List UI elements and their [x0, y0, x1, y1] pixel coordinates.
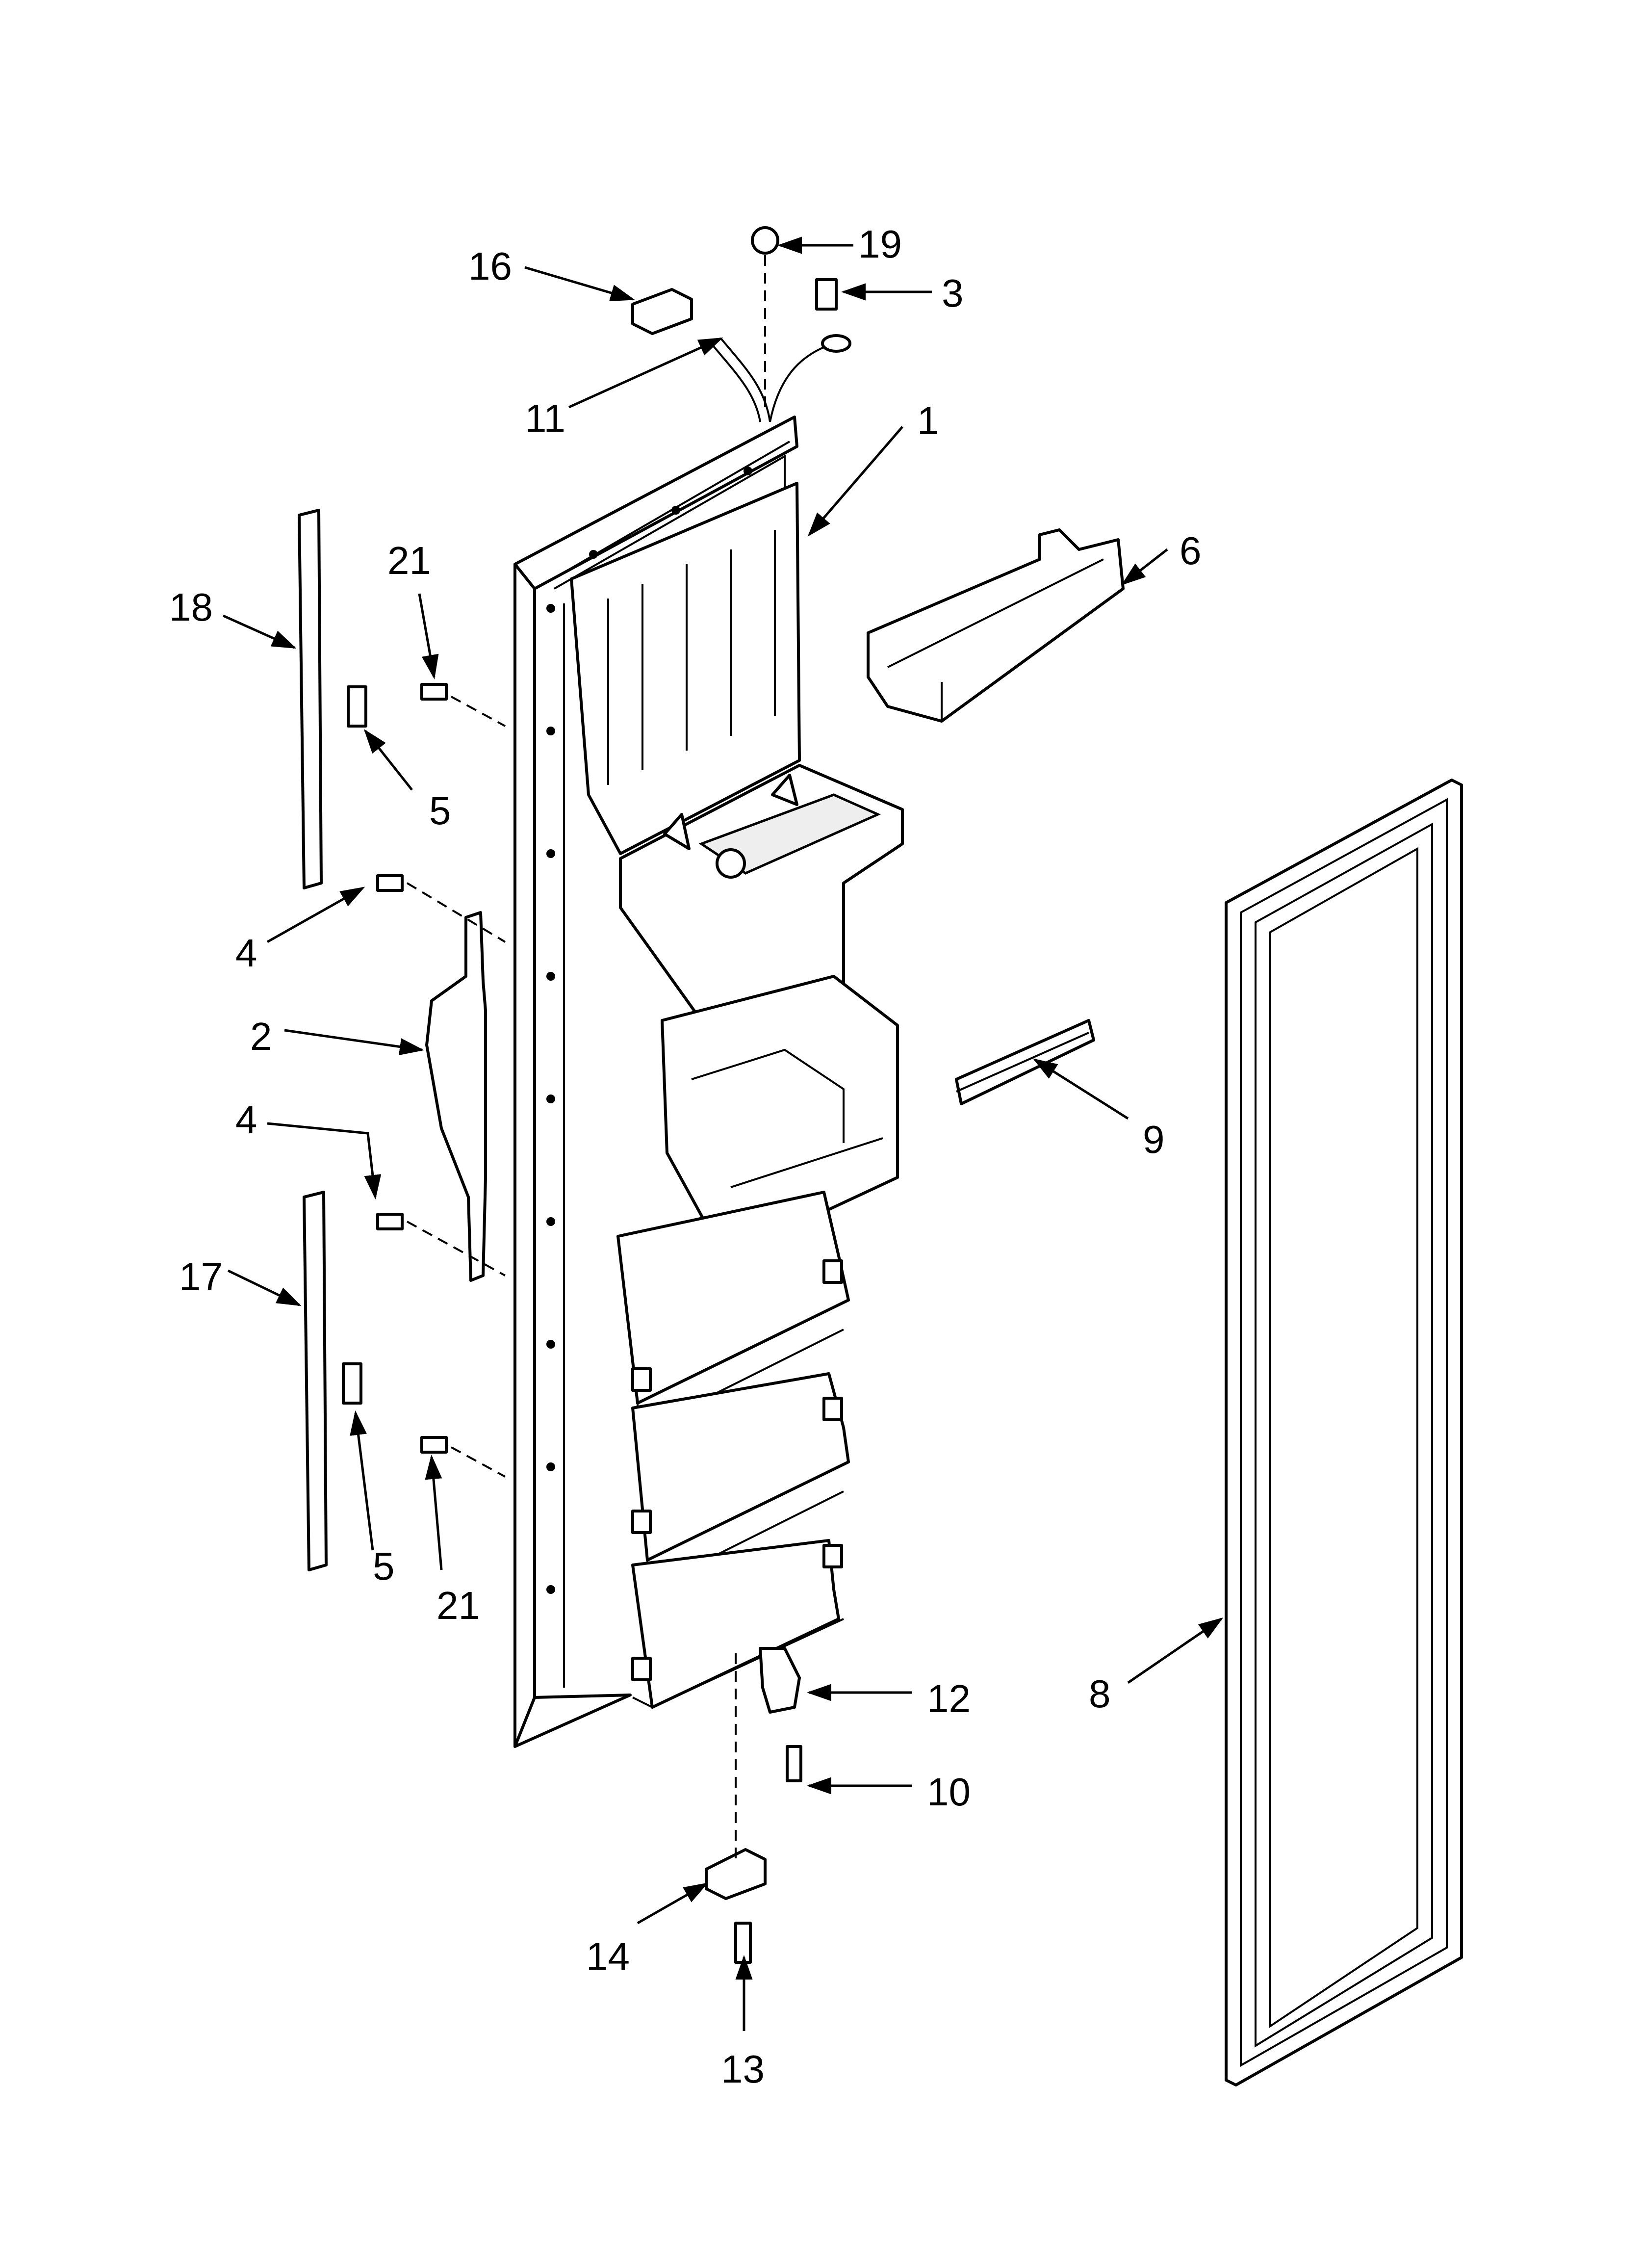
- panel-holes: [546, 467, 752, 1594]
- callout-13: 13: [721, 2047, 765, 2091]
- callout-3: 3: [942, 271, 964, 315]
- callout-2: 2: [250, 1015, 272, 1058]
- callout-6: 6: [1180, 529, 1202, 573]
- callout-5-upper: 5: [429, 789, 451, 833]
- screw-21-upper: [420, 683, 448, 701]
- screw-4-lower: [376, 1213, 404, 1230]
- callout-8: 8: [1089, 1672, 1111, 1716]
- wire-tie: [751, 226, 779, 255]
- callout-21-upper: 21: [387, 539, 431, 582]
- callout-11: 11: [525, 396, 565, 440]
- alignment-lines: [406, 255, 766, 1864]
- hinge-upper: [759, 1647, 801, 1714]
- wire-connector: [631, 288, 693, 335]
- callout-4-upper: 4: [235, 931, 257, 975]
- side-trim-upper: [298, 509, 323, 889]
- callout-14: 14: [586, 1934, 630, 1978]
- callout-21-lower: 21: [436, 1584, 480, 1627]
- callout-labels: 1 2 3 4 4 5 5 6 8 9 10 11 12 13 14 16 17…: [169, 222, 1202, 2091]
- callout-5-lower: 5: [373, 1544, 395, 1588]
- screw-4-upper: [376, 874, 404, 892]
- door-gasket: [1225, 779, 1463, 2086]
- door-shelves: [616, 1191, 850, 1709]
- side-trim-lower: [303, 1191, 328, 1571]
- callout-18: 18: [169, 585, 213, 629]
- screw-3: [815, 278, 838, 311]
- screw-13: [734, 1922, 752, 1964]
- door-panel: [513, 416, 904, 1748]
- callout-1: 1: [917, 399, 939, 443]
- trim-piece: [955, 1019, 1095, 1105]
- callout-10: 10: [927, 1770, 971, 1814]
- callout-12: 12: [927, 1677, 971, 1721]
- screw-21-lower: [420, 1436, 448, 1454]
- door-handle: [425, 911, 487, 1282]
- door-bin: [867, 528, 1125, 723]
- callout-4-lower: 4: [235, 1098, 257, 1142]
- callout-9: 9: [1143, 1118, 1165, 1161]
- callout-17: 17: [179, 1255, 223, 1299]
- screw-10: [786, 1745, 802, 1782]
- callout-19: 19: [858, 222, 902, 266]
- leader-lines: [222, 236, 1224, 2031]
- callout-16: 16: [468, 244, 512, 288]
